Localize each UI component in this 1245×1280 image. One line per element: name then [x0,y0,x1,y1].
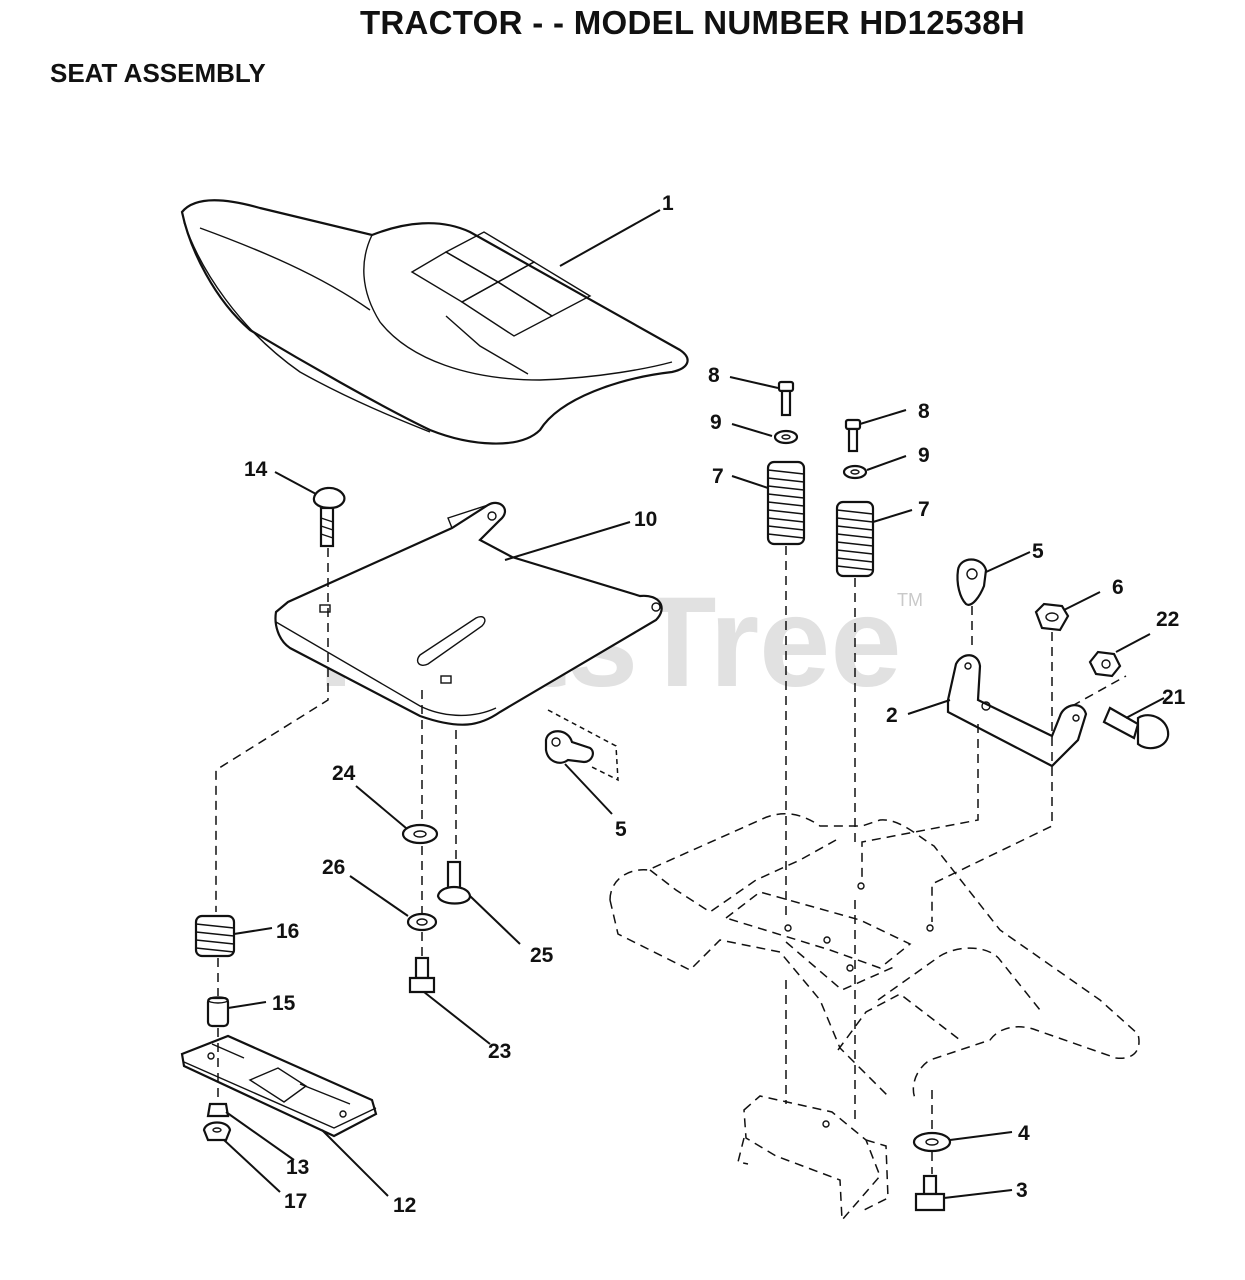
callout-17: 17 [284,1190,307,1213]
leader-21 [1125,697,1165,719]
callout-6: 6 [1112,576,1124,599]
leader-8a [729,376,779,389]
leader-4 [949,1131,1013,1141]
lockwasher-part-26 [406,912,438,932]
callout-12: 12 [393,1194,416,1217]
leader-5b [564,763,613,815]
leader-13 [225,1111,295,1161]
leader-8b [859,409,907,425]
callout-10: 10 [634,508,657,531]
leader-22 [1115,633,1151,653]
callout-1: 1 [662,192,674,215]
callout-21: 21 [1162,686,1186,709]
nut-part-13 [206,1102,230,1118]
leader-3 [943,1189,1013,1199]
washer-part-9-right [842,464,868,480]
nut-part-22 [1088,650,1122,678]
callout-26: 26 [322,856,345,879]
leader-9b [866,455,907,471]
screw-part-8-left [777,380,795,417]
bolt-part-21 [1102,706,1170,750]
callout-9-left: 9 [710,411,722,434]
leader-7b [872,509,913,523]
alignment-lines [215,546,1053,1174]
leader-5a [985,551,1031,573]
seat-pan-part-10 [274,501,663,726]
page-title: TRACTOR - - MODEL NUMBER HD12538H [359,4,1026,41]
callout-8-left: 8 [708,364,720,387]
washer-part-24 [401,823,439,845]
leader-25 [469,895,521,945]
washer-part-4 [912,1131,952,1153]
callout-16: 16 [276,920,299,943]
clip-part-5-lower [544,730,594,764]
callout-24: 24 [332,762,356,785]
callout-5-lower: 5 [615,818,627,841]
callout-4: 4 [1018,1122,1030,1145]
callout-9-right: 9 [918,444,930,467]
section-title: SEAT ASSEMBLY [50,58,266,88]
clip-part-5-upper [956,558,988,606]
leader-12 [321,1129,389,1197]
spring-part-16 [194,914,236,958]
screw-part-8-right [844,418,862,453]
callout-7-right: 7 [918,498,930,521]
seat-part-1 [180,199,689,445]
leader-14 [274,471,317,495]
callout-5-upper: 5 [1032,540,1044,563]
leader-17 [223,1139,281,1193]
leader-2 [907,699,951,715]
callout-3: 3 [1016,1179,1028,1202]
leader-1 [559,209,661,267]
callout-15: 15 [272,992,296,1015]
leader-7a [731,475,769,489]
bolt-part-3 [914,1174,946,1212]
watermark-tm: TM [897,590,923,610]
leader-23 [423,991,491,1045]
callout-14: 14 [244,458,268,481]
leader-6 [1063,591,1101,611]
callout-25: 25 [530,944,554,967]
callout-2: 2 [886,704,898,727]
spacer-part-15 [206,996,230,1028]
leader-9a [731,423,773,437]
plate-part-12 [180,1034,378,1138]
callout-8-right: 8 [918,400,930,423]
leader-10 [504,521,631,561]
bracket-part-2 [946,654,1088,768]
leader-16 [233,927,273,935]
washer-part-17 [202,1121,232,1142]
leader-26 [349,875,409,917]
callout-22: 22 [1156,608,1179,631]
dashed-5b-frame [547,709,619,782]
bolt-part-25 [436,860,472,905]
carriage-bolt-part-14 [312,486,346,548]
leader-24 [355,785,407,829]
callout-23: 23 [488,1040,511,1063]
dashed-22 [1071,675,1127,707]
washer-part-9-left [773,429,799,445]
callout-13: 13 [286,1156,309,1179]
spring-part-7-right [835,500,875,578]
leader-15 [227,1001,267,1009]
callout-labels: 1 2 3 4 5 5 6 7 7 8 8 9 9 10 12 13 14 15… [244,192,1186,1217]
bolt-part-23 [408,956,436,994]
spring-part-7-left [766,460,806,546]
tractor-frame-reference [609,813,1140,1222]
nut-part-6 [1034,602,1070,632]
callout-7-left: 7 [712,465,724,488]
